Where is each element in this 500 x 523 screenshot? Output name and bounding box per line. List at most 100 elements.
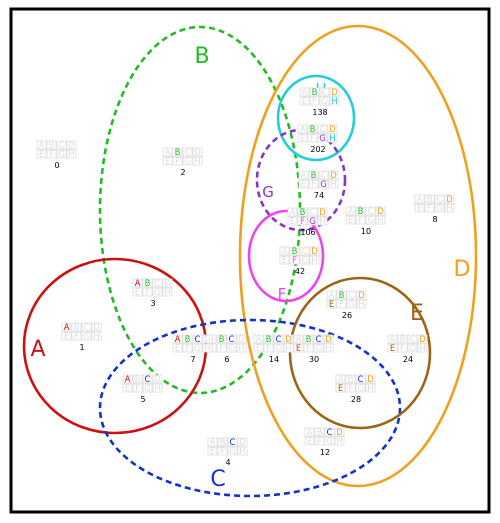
set-d-label: D (454, 257, 471, 282)
letter-a: A (300, 125, 306, 135)
letter-c: C (230, 438, 236, 448)
letter-box (307, 124, 318, 134)
letter-box (297, 124, 308, 134)
letter-f: F (306, 344, 311, 354)
letter-g: G (228, 344, 235, 354)
letter-f: F (310, 134, 315, 144)
letter-box (142, 374, 153, 384)
letter-box (319, 87, 330, 97)
letter-b: B (339, 291, 345, 301)
letter-b: B (266, 335, 272, 345)
letter-box (324, 427, 335, 437)
letter-d: D (419, 335, 426, 345)
letter-e: E (301, 180, 306, 190)
letter-box (299, 96, 310, 106)
letter-h: H (311, 256, 317, 266)
letter-box (237, 446, 248, 456)
letter-box (335, 374, 346, 384)
letter-e: E (307, 437, 312, 447)
letter-box (71, 331, 82, 341)
letter-box (313, 343, 324, 353)
letter-e: E (165, 157, 170, 167)
letter-e: E (390, 344, 395, 354)
letter-c: C (410, 335, 416, 345)
letter-box (192, 147, 203, 157)
letter-box (297, 216, 308, 226)
set-b-label: B (194, 44, 209, 69)
letter-box (346, 290, 357, 300)
letter-box (317, 216, 328, 226)
letter-c: C (302, 247, 308, 257)
letter-a: A (210, 438, 216, 448)
letter-box (309, 255, 320, 265)
letter-box (314, 436, 325, 446)
letter-box (56, 149, 67, 159)
letter-box (297, 207, 308, 217)
letter-box (417, 334, 428, 344)
letter-a: A (302, 88, 308, 98)
letter-h: H (154, 384, 160, 394)
letter-b: B (306, 335, 312, 345)
letter-box (226, 334, 237, 344)
region-number: 12 (320, 448, 330, 457)
letter-c: C (349, 291, 355, 301)
letter-box (182, 147, 193, 157)
letter-box (356, 290, 367, 300)
letter-box (172, 334, 183, 344)
region-number: 0 (54, 161, 59, 170)
letter-box (172, 147, 183, 157)
letter-box (327, 133, 338, 143)
letter-box (397, 334, 408, 344)
letter-box (36, 149, 47, 159)
letter-box (317, 124, 328, 134)
letter-a: A (165, 148, 171, 158)
letter-b: B (74, 323, 80, 333)
letter-box (253, 343, 264, 353)
set-e-outline (288, 276, 432, 430)
letter-box (61, 322, 72, 332)
letter-box (345, 383, 356, 393)
letter-box (334, 427, 345, 437)
letter-box (299, 255, 310, 265)
letter-box (182, 156, 193, 166)
letter-f: F (175, 157, 180, 167)
letter-h: H (285, 344, 291, 354)
letter-box (207, 446, 218, 456)
letter-box (217, 437, 228, 447)
letter-d: D (204, 335, 211, 345)
letter-c: C (358, 375, 364, 385)
letter-g: G (409, 344, 416, 354)
letter-a: A (338, 375, 344, 385)
letter-box (56, 140, 67, 150)
letter-h: H (325, 344, 331, 354)
region-number: 42 (295, 267, 305, 276)
letter-g: G (275, 344, 282, 354)
set-h-outline (276, 74, 356, 162)
letter-f: F (400, 344, 405, 354)
letter-a: A (290, 208, 296, 218)
letter-box (298, 170, 309, 180)
letter-h: H (329, 134, 335, 144)
letter-e: E (300, 134, 305, 144)
letter-b: B (292, 247, 298, 257)
letter-box (323, 343, 334, 353)
letter-e: E (256, 344, 261, 354)
letter-d: D (68, 141, 75, 151)
letter-d: D (93, 323, 100, 333)
set-e-label: E (410, 301, 424, 326)
region-number: 2 (180, 168, 185, 177)
region-number: 106 (300, 228, 315, 237)
letter-box (318, 179, 329, 189)
letter-box (91, 322, 102, 332)
letter-box (355, 206, 366, 216)
region-number: 30 (309, 355, 319, 364)
region-number: 74 (314, 191, 324, 200)
